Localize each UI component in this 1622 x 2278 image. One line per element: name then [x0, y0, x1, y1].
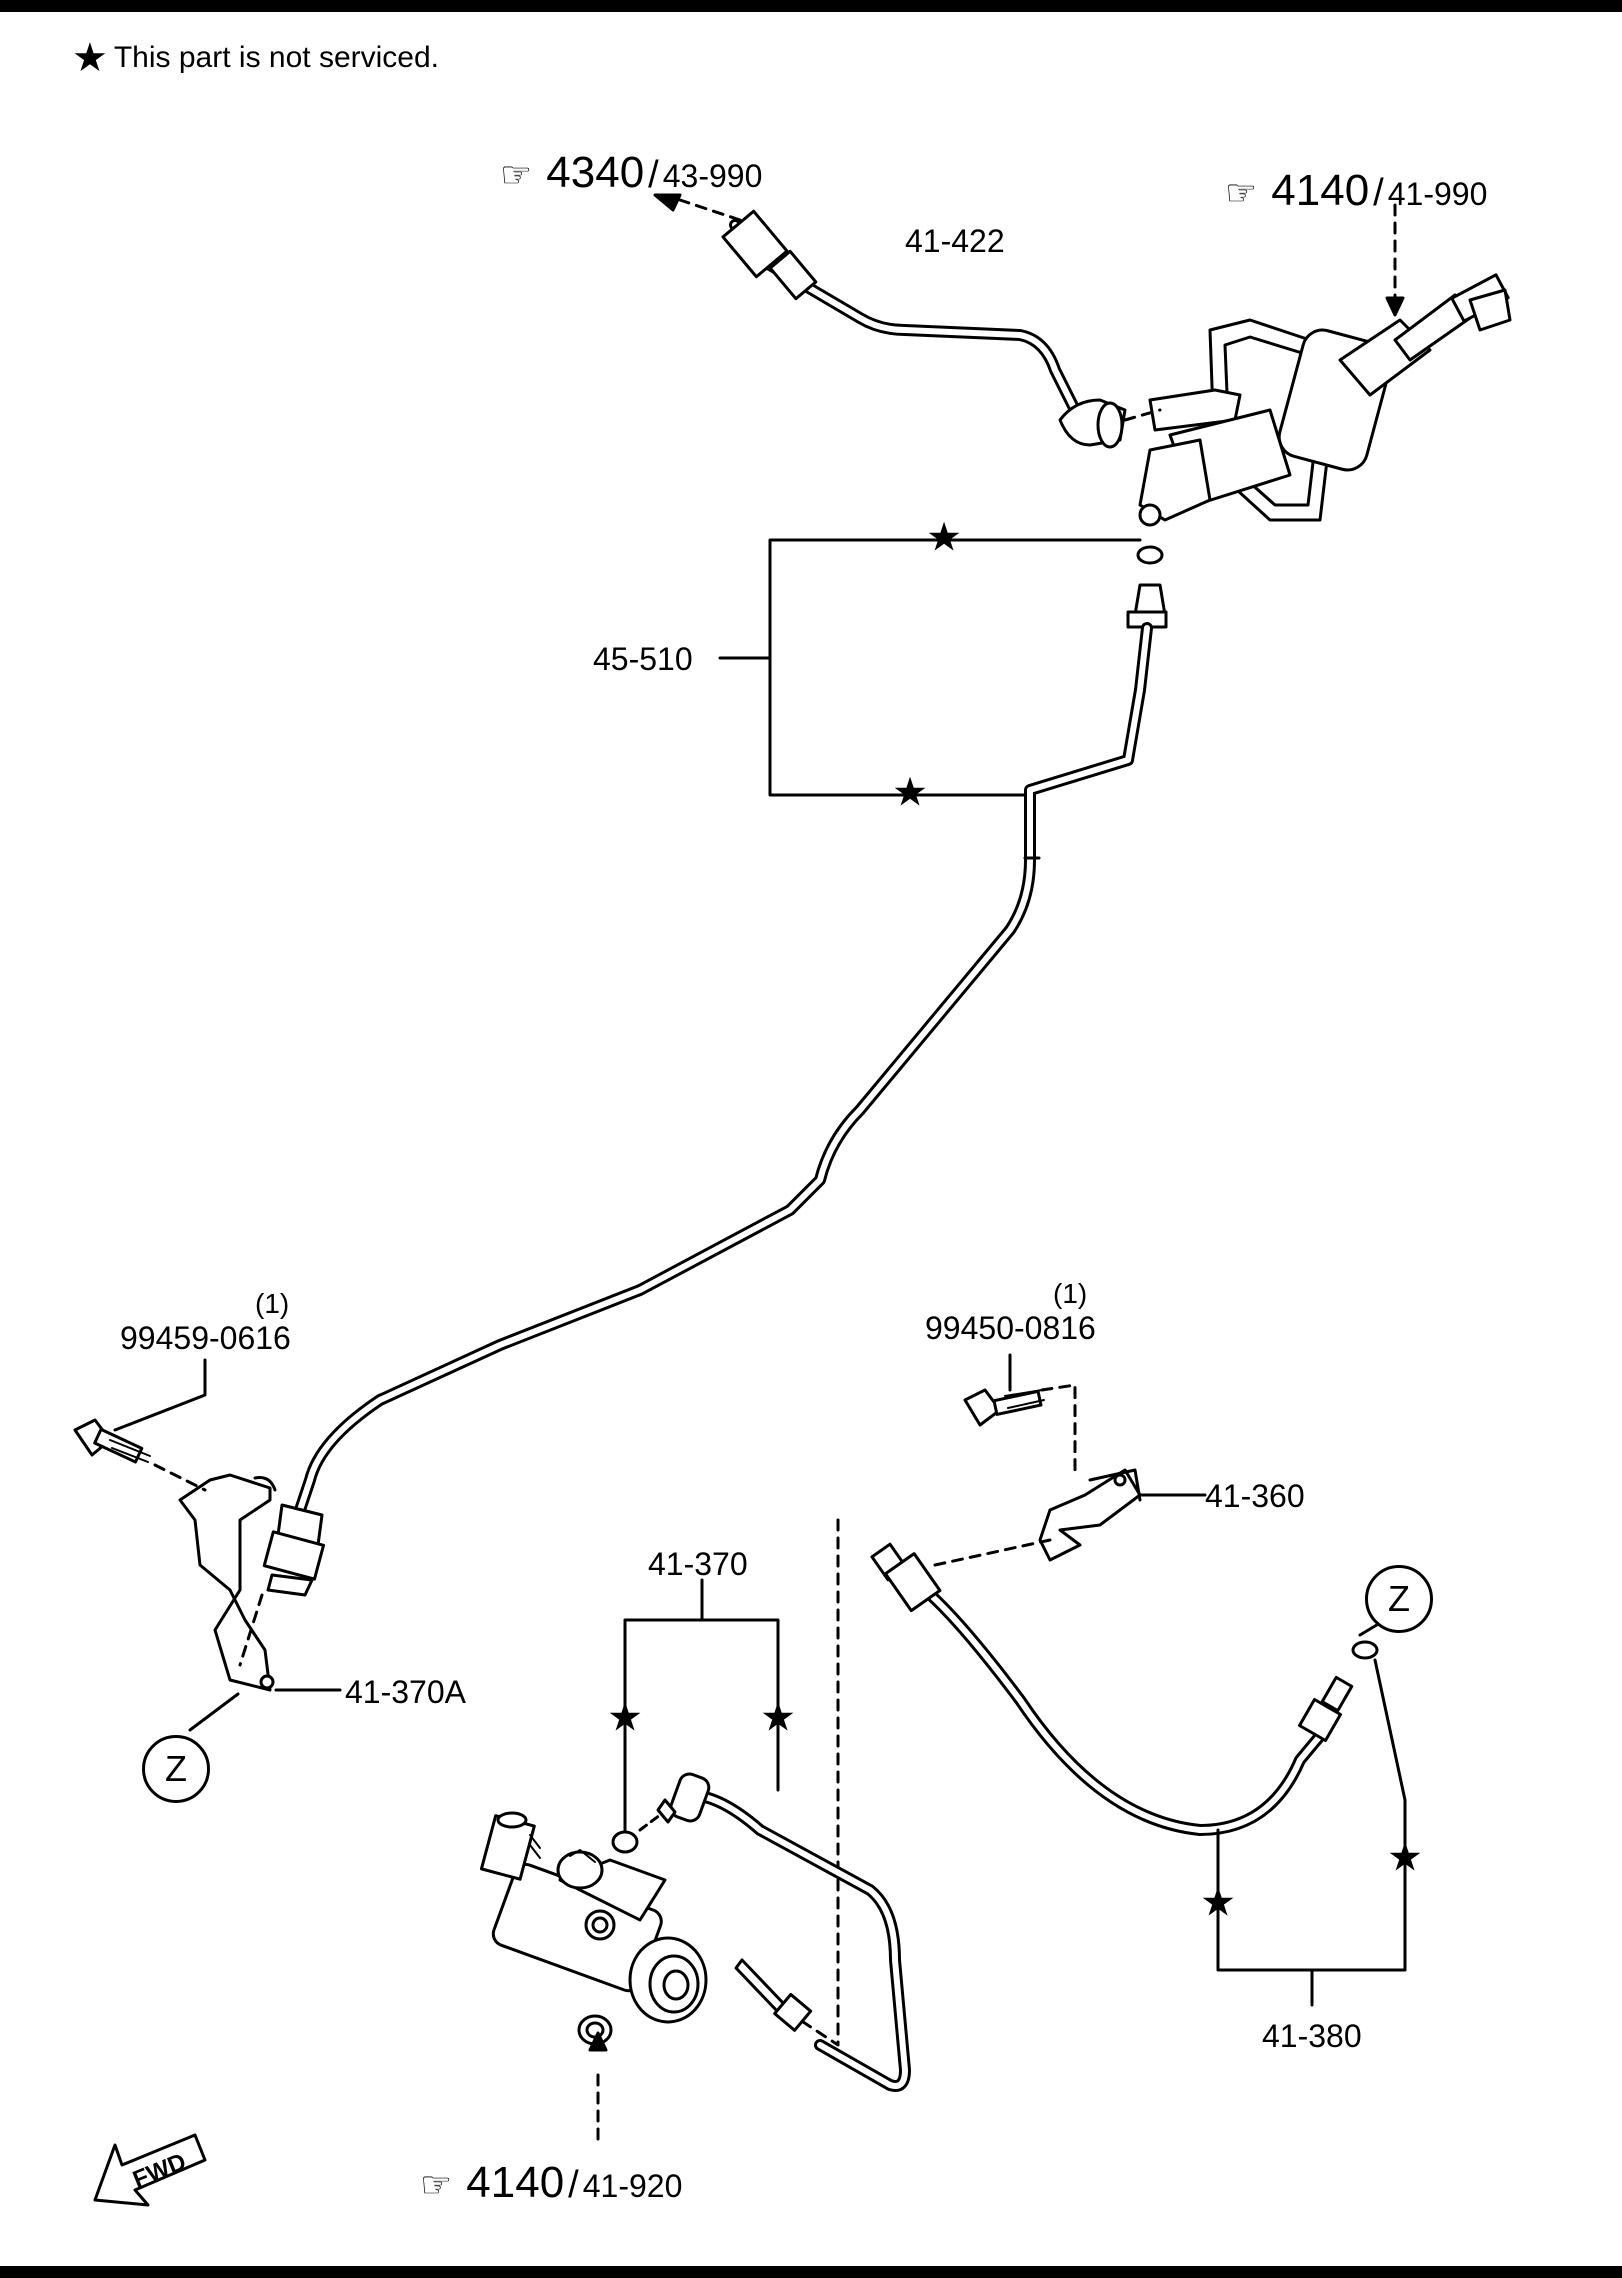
top-border — [0, 0, 1622, 12]
star-marker-41-370-left: ★ — [607, 1696, 643, 1740]
clutch-release-cylinder — [479, 1811, 708, 2046]
part-label-41-360: 41-360 — [1205, 1478, 1305, 1514]
quantity-99450: (1) — [1053, 1278, 1088, 1309]
part-label-99459-0616: 99459-0616 — [120, 1320, 291, 1356]
ref-4140-41-920[interactable]: ☞ 4140 / 41-920 — [420, 2158, 683, 2207]
zone-marker-left: Z — [142, 1735, 210, 1803]
leader-zone-left — [188, 1692, 240, 1732]
clutch-pipe-41-422 — [729, 219, 1086, 426]
legend-note-text: This part is not serviced. — [113, 41, 439, 74]
arrow-ref-bottom — [588, 2031, 608, 2052]
hose-fitting-left — [870, 1542, 942, 1613]
o-ring-top — [1136, 545, 1164, 565]
leader-dashed-vertical — [783, 1518, 840, 2047]
leader-pipe-to-bracket — [238, 1593, 264, 1667]
star-icon: ★ — [72, 36, 108, 80]
leader-o-ring-slave — [638, 1813, 662, 1832]
pushrod — [734, 1958, 813, 2032]
pointing-hand-icon: ☞ — [420, 2164, 453, 2205]
ref-4340-43-990[interactable]: ☞ 4340 / 43-990 — [500, 148, 763, 197]
part-label-99450-0816: 99450-0816 — [925, 1310, 1096, 1346]
clutch-pedal-pushrod — [1393, 273, 1512, 362]
zone-marker-right: Z — [1365, 1565, 1433, 1633]
o-ring-right — [1351, 1640, 1379, 1660]
star-marker-41-370-right: ★ — [760, 1696, 796, 1740]
pipe-fitting-45-510-top — [1126, 583, 1168, 629]
bolt-99450-0816 — [963, 1388, 1045, 1427]
part-label-41-422: 41-422 — [905, 223, 1005, 259]
leader-bolt-right — [1040, 1383, 1077, 1472]
leader-elbow-to-cylinder — [1123, 408, 1162, 422]
pointing-hand-icon: ☞ — [1225, 172, 1258, 213]
bracket-41-380 — [1216, 1658, 1407, 1972]
bracket-41-370A — [178, 1473, 277, 1692]
clip-41-360 — [1038, 1468, 1142, 1562]
leader-ref-4340 — [678, 198, 742, 222]
hose-fitting-right — [1298, 1675, 1354, 1742]
bracket-45-510 — [768, 538, 1142, 797]
pipe-elbow-fitting — [1058, 398, 1127, 449]
o-ring-slave — [611, 1830, 639, 1854]
leader-bolt-left — [153, 1463, 207, 1492]
part-label-41-380: 41-380 — [1262, 2018, 1362, 2054]
bottom-border — [0, 2266, 1622, 2278]
star-marker-45-510-top: ★ — [926, 516, 962, 560]
leader-hose-to-clip — [933, 1538, 1052, 1567]
pointing-hand-icon: ☞ — [500, 154, 533, 195]
legend-note: ★ This part is not serviced. — [72, 38, 439, 78]
slave-pipe-fitting — [656, 1772, 711, 1824]
fwd-arrow-icon — [93, 2133, 207, 2207]
quantity-99459: (1) — [255, 1288, 290, 1319]
star-marker-41-380-right: ★ — [1387, 1836, 1423, 1880]
star-marker-45-510-bottom: ★ — [892, 771, 928, 815]
ref-4140-41-990[interactable]: ☞ 4140 / 41-990 — [1225, 166, 1488, 215]
clutch-master-cylinder — [1138, 318, 1432, 527]
part-label-41-370A: 41-370A — [345, 1674, 466, 1710]
pipe-fitting-top-left — [721, 209, 818, 301]
part-label-41-370: 41-370 — [648, 1546, 748, 1582]
arrow-ref-4140-top — [1385, 296, 1405, 317]
slave-cylinder-pipe — [684, 1789, 911, 2092]
star-marker-41-380-left: ★ — [1200, 1881, 1236, 1925]
leader-99459 — [113, 1358, 207, 1432]
arrow-ref-4340 — [653, 193, 682, 212]
bolt-99459-0616 — [73, 1418, 151, 1464]
clutch-pipe-45-510 — [294, 622, 1153, 1516]
clutch-hose-41-380 — [919, 1584, 1331, 1836]
pipe-fitting-lower-left — [262, 1503, 326, 1597]
part-label-45-510: 45-510 — [593, 641, 693, 677]
